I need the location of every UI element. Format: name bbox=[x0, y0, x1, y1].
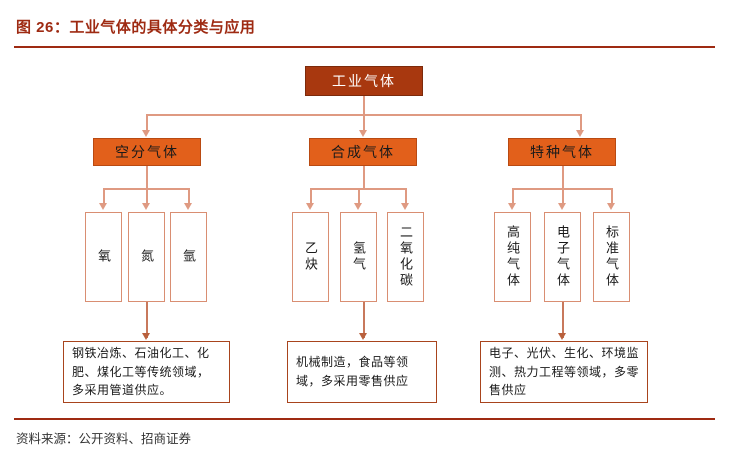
arrow-b1-app bbox=[142, 333, 150, 340]
arrow-branch-1 bbox=[142, 130, 150, 137]
node-b1-leaf-3: 氩 bbox=[170, 212, 207, 302]
header-divider bbox=[14, 46, 715, 48]
page-title: 图 26：工业气体的具体分类与应用 bbox=[16, 19, 256, 36]
connector-drop-b1-leaf-2 bbox=[146, 188, 148, 205]
source-note: 资料来源：公开资料、招商证券 bbox=[16, 432, 192, 446]
arrow-b3-leaf-2 bbox=[558, 203, 566, 210]
node-b1-leaf-2: 氮 bbox=[128, 212, 165, 302]
connector-drop-b2-leaf-1 bbox=[310, 188, 312, 205]
node-b1-leaf-1: 氧 bbox=[85, 212, 122, 302]
connector-drop-b3-leaf-3 bbox=[611, 188, 613, 205]
connector-b1-app-stem bbox=[146, 302, 148, 338]
arrow-b2-leaf-3 bbox=[401, 203, 409, 210]
connector-branch-3-stem bbox=[562, 166, 564, 189]
node-b3-leaf-2: 电子气体 bbox=[544, 212, 581, 302]
arrow-b1-leaf-3 bbox=[184, 203, 192, 210]
arrow-b2-app bbox=[359, 333, 367, 340]
arrow-b2-leaf-2 bbox=[354, 203, 362, 210]
connector-branch-1-stem bbox=[146, 166, 148, 189]
node-b1-application: 钢铁冶炼、石油化工、化肥、煤化工等传统领域，多采用管道供应。 bbox=[63, 341, 230, 403]
connector-drop-b2-leaf-2 bbox=[358, 188, 360, 205]
node-branch-3: 特种气体 bbox=[508, 138, 616, 166]
arrow-b3-leaf-1 bbox=[508, 203, 516, 210]
connector-drop-branch-3 bbox=[580, 114, 582, 132]
node-b3-leaf-1: 高纯气体 bbox=[494, 212, 531, 302]
connector-b3-app-stem bbox=[562, 302, 564, 338]
node-b3-application: 电子、光伏、生化、环境监测、热力工程等领域，多零售供应 bbox=[480, 341, 648, 403]
connector-drop-b3-leaf-1 bbox=[512, 188, 514, 205]
footer-divider bbox=[14, 418, 715, 420]
connector-b2-app-stem bbox=[363, 302, 365, 338]
arrow-b3-leaf-3 bbox=[607, 203, 615, 210]
connector-drop-branch-2 bbox=[363, 114, 365, 132]
node-b2-leaf-2: 氢气 bbox=[340, 212, 377, 302]
node-b2-leaf-1: 乙炔 bbox=[292, 212, 329, 302]
arrow-branch-2 bbox=[359, 130, 367, 137]
node-b2-application: 机械制造，食品等领域，多采用零售供应 bbox=[287, 341, 437, 403]
connector-drop-b1-leaf-1 bbox=[103, 188, 105, 205]
connector-drop-b3-leaf-2 bbox=[562, 188, 564, 205]
arrow-b3-app bbox=[558, 333, 566, 340]
node-branch-1: 空分气体 bbox=[93, 138, 201, 166]
arrow-b1-leaf-1 bbox=[99, 203, 107, 210]
arrow-b2-leaf-1 bbox=[306, 203, 314, 210]
arrow-branch-3 bbox=[576, 130, 584, 137]
connector-drop-b2-leaf-3 bbox=[405, 188, 407, 205]
node-branch-2: 合成气体 bbox=[309, 138, 417, 166]
connector-root-stem bbox=[363, 96, 365, 115]
node-b2-leaf-3: 二氧化碳 bbox=[387, 212, 424, 302]
connector-drop-b1-leaf-3 bbox=[188, 188, 190, 205]
node-root: 工业气体 bbox=[305, 66, 423, 96]
arrow-b1-leaf-2 bbox=[142, 203, 150, 210]
node-b3-leaf-3: 标准气体 bbox=[593, 212, 630, 302]
connector-branch-2-stem bbox=[363, 166, 365, 189]
connector-drop-branch-1 bbox=[146, 114, 148, 132]
